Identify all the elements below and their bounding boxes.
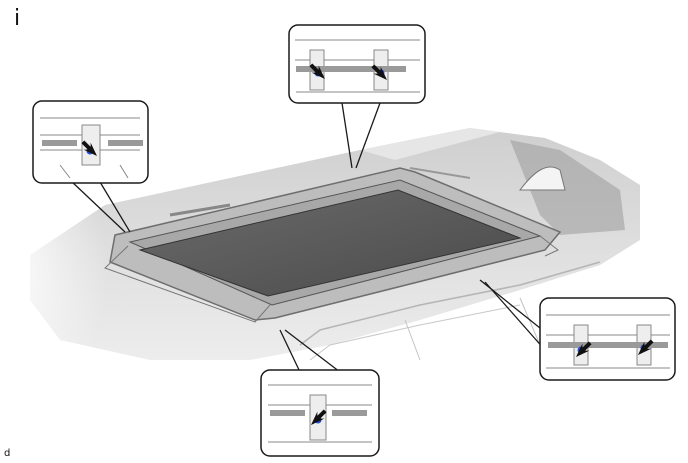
- callout-left: [32, 100, 149, 184]
- arrow-icon: [309, 63, 325, 79]
- sunroof-assembly: [104, 167, 562, 323]
- callout-top: [288, 24, 426, 104]
- figure-mark-top: i: [14, 6, 21, 31]
- arrow-icon: [638, 339, 654, 355]
- arrow-icon: [576, 341, 592, 357]
- callout-right: [539, 297, 676, 381]
- figure-mark-bottom: d: [4, 448, 11, 459]
- callout-bottom: [260, 369, 380, 457]
- callout-right-detail: [546, 314, 670, 369]
- arrow-icon: [311, 409, 327, 425]
- arrow-icon: [81, 140, 97, 156]
- arrow-icon: [371, 64, 387, 80]
- leader-lines: [69, 102, 546, 373]
